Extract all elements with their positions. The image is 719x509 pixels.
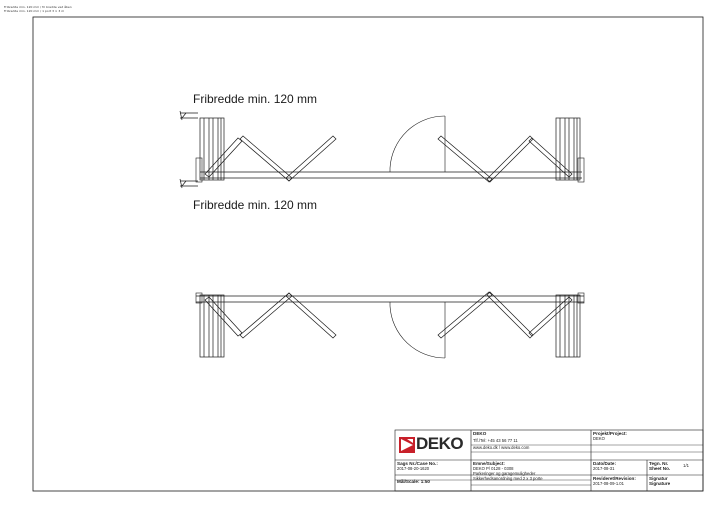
folding-leaves-left-bottom bbox=[204, 292, 337, 339]
subject-line-1: DEKO P/ 0128 - 0308 bbox=[473, 466, 514, 471]
revision-value: 2017-08-09-1.01 bbox=[593, 481, 624, 486]
signature-label-en: Signature bbox=[649, 481, 671, 486]
right-post-top bbox=[555, 117, 585, 183]
company-web: www.deko.dk / www.deko.com bbox=[473, 445, 530, 450]
folding-leaves-right-bottom bbox=[437, 291, 573, 339]
case-no-label: Sags Nr./Case No.: bbox=[397, 461, 438, 466]
sheet-cell: Tegn. Nr. Sheet No. 1/1 bbox=[647, 460, 703, 475]
subject-cell: Emne/Subject: DEKO P/ 0128 - 0308 Parker… bbox=[471, 460, 591, 491]
sheet-label-en: Sheet No. bbox=[649, 466, 671, 471]
subject-line-2: Parkeringer og garagemuligheder bbox=[473, 471, 536, 476]
margin-note: Fribredde min. 120 mm / fri bredde ved å… bbox=[4, 5, 72, 13]
dimension-marker-top bbox=[179, 110, 198, 189]
date-label: Dato/Date: bbox=[593, 461, 616, 466]
dimension-text-bottom: Fribredde min. 120 mm bbox=[193, 198, 317, 212]
margin-note-line-2: Fribredde min. 120 mm / 1 port 3 × 3 m bbox=[4, 8, 65, 13]
scale-cell: Mål/Scale: 1:50 bbox=[395, 478, 471, 491]
scale-label: Mål/Scale: 1:50 bbox=[397, 479, 430, 484]
date-value: 2017-08-31 bbox=[593, 466, 615, 471]
signature-label: Signatur bbox=[649, 476, 668, 481]
gate-assembly-top bbox=[179, 110, 585, 189]
revision-cell: Revideret/Revision: 2017-08-09-1.01 bbox=[591, 475, 647, 491]
deko-logo-mark bbox=[399, 437, 415, 453]
gate-assembly-bottom bbox=[195, 291, 585, 359]
drawing-frame bbox=[32, 16, 704, 492]
company-phone: Tlf./Tel: +45 43 56 77 11 bbox=[473, 438, 518, 443]
project-value: DEKO bbox=[593, 436, 605, 441]
left-post-top bbox=[195, 117, 225, 183]
sheet-label: Tegn. Nr. bbox=[649, 461, 669, 466]
project-label: Projekt/Project: bbox=[593, 431, 627, 436]
company-info-cell: DEKO Tlf./Tel: +45 43 56 77 11 www.deko.… bbox=[471, 430, 591, 460]
logo-text: DEKO bbox=[416, 434, 464, 453]
dimension-text-top: Fribredde min. 120 mm bbox=[193, 92, 317, 106]
case-no-value: 2017-08-20-1620 bbox=[397, 466, 430, 471]
date-cell: Dato/Date: 2017-08-31 bbox=[591, 460, 647, 475]
title-block-frame bbox=[394, 429, 704, 492]
folding-leaves-left-top bbox=[204, 135, 337, 182]
right-post-bottom bbox=[555, 292, 585, 358]
project-cell: Projekt/Project: DEKO bbox=[591, 430, 703, 460]
left-post-bottom bbox=[195, 292, 225, 358]
folding-leaves-right-top bbox=[437, 135, 573, 183]
subject-line-3: Sikkerhedsanordning med 2 x 3 porte bbox=[473, 476, 543, 481]
revision-label: Revideret/Revision: bbox=[593, 476, 636, 481]
margin-note-line-1: Fribredde min. 120 mm / fri bredde ved å… bbox=[4, 5, 72, 9]
sheet-value: 1/1 bbox=[683, 463, 689, 468]
signature-cell: Signatur Signature bbox=[647, 475, 703, 491]
company-name: DEKO bbox=[473, 431, 487, 436]
subject-label: Emne/Subject: bbox=[473, 461, 505, 466]
case-no-cell: Sags Nr./Case No.: 2017-08-20-1620 bbox=[395, 460, 471, 475]
company-logo: DEKO bbox=[416, 433, 464, 455]
